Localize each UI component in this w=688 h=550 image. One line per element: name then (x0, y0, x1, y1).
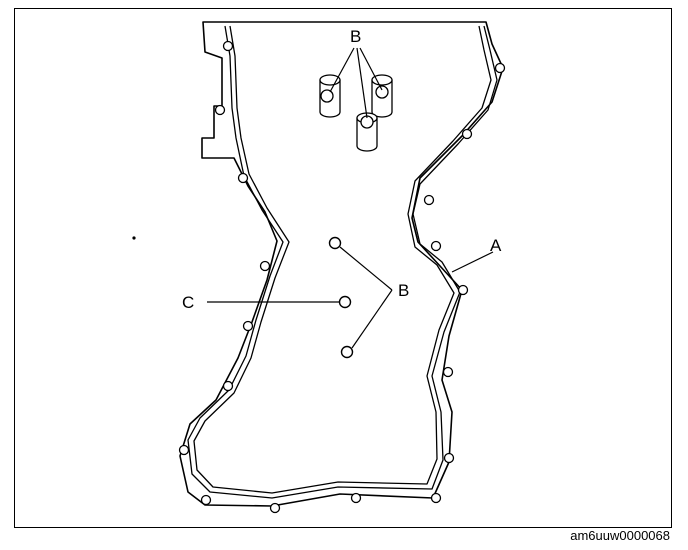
gasket-outer-line (187, 25, 498, 499)
hole-c (338, 295, 352, 309)
bolt-hole (222, 380, 234, 392)
bolt-hole (430, 240, 442, 252)
bolt-hole (423, 194, 435, 206)
dowel-pin (356, 112, 378, 152)
stray-mark (132, 236, 136, 240)
callout-a: A (490, 236, 502, 255)
bolt-hole (461, 128, 473, 140)
bolt-hole (350, 492, 362, 504)
dowel-pin (319, 74, 341, 118)
callout-b-top: B (350, 27, 361, 46)
gasket-inner-line (193, 25, 492, 494)
bolt-hole (430, 492, 442, 504)
callout-c: C (182, 293, 194, 312)
hole-b-upper (328, 236, 342, 250)
locating-holes (328, 236, 354, 359)
bolt-hole (443, 452, 455, 464)
dowel-pin (371, 74, 393, 118)
bolt-hole (222, 40, 234, 52)
bolt-hole (442, 366, 454, 378)
bolt-holes (178, 40, 506, 514)
bolt-hole (259, 260, 271, 272)
cover-outline (179, 21, 504, 507)
bolt-hole (178, 444, 190, 456)
bolt-hole (237, 172, 249, 184)
bolt-hole (242, 320, 254, 332)
callout-b-mid: B (398, 281, 409, 300)
dowel-pins (319, 74, 393, 152)
bolt-hole (269, 502, 281, 514)
bolt-hole (200, 494, 212, 506)
bolt-hole (457, 284, 469, 296)
bolt-hole (494, 62, 506, 74)
leader-lines (207, 47, 494, 349)
bolt-hole (214, 104, 226, 116)
hole-b-lower (340, 345, 354, 359)
figure-id: am6uuw0000068 (570, 528, 670, 543)
